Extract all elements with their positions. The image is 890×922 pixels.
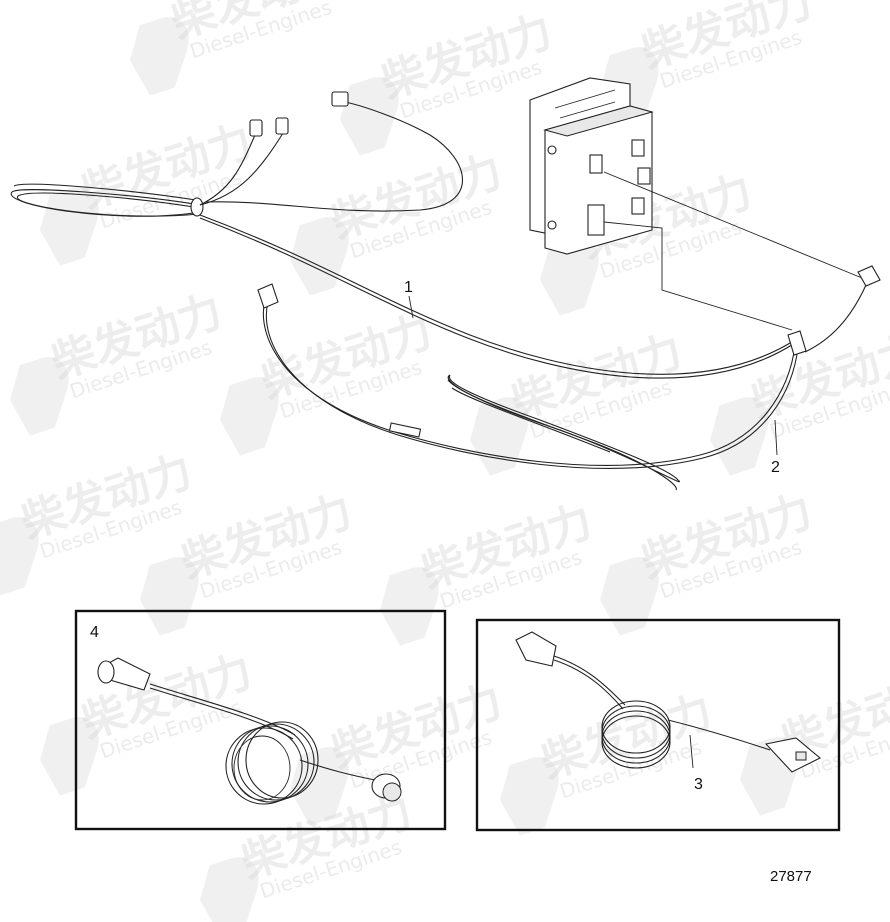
connector-e <box>787 330 807 356</box>
socket-2 <box>631 139 645 157</box>
inset-box-3: 3 <box>475 618 841 832</box>
figure-reference-number: 27877 <box>770 868 812 885</box>
connection-line-lower <box>603 221 793 331</box>
watermark-tile: 柴发动力 Diesel-Engines <box>10 286 228 436</box>
connector-d <box>257 283 279 309</box>
leader-line-2 <box>774 419 778 456</box>
watermark-tile: 柴发动力 Diesel-Engines <box>40 646 258 796</box>
callout-1: 1 <box>404 279 413 296</box>
watermark-tile: 柴发动力 Diesel-Engines <box>600 486 818 636</box>
inset-box-4: 4 <box>74 609 447 831</box>
leader-line-3 <box>689 734 694 769</box>
watermark-tile: 柴发动力 Diesel-Engines <box>290 146 508 296</box>
connector-f <box>857 265 881 287</box>
connector-c <box>331 91 349 107</box>
callout-4: 4 <box>90 624 99 641</box>
socket-1 <box>589 154 603 174</box>
control-unit-box <box>529 77 654 255</box>
square-plug-left <box>515 631 557 667</box>
harness-sleeve <box>388 422 422 438</box>
flat-plug-right <box>764 737 821 773</box>
connector-a <box>249 119 263 137</box>
callout-2: 2 <box>771 459 780 476</box>
socket-5 <box>587 204 605 236</box>
watermark-tile: 柴发动力 Diesel-Engines <box>380 496 598 646</box>
socket-4 <box>631 197 645 215</box>
watermark-tile: 柴发动力 Diesel-Engines <box>40 116 258 266</box>
socket-3 <box>637 167 651 185</box>
connection-line-upper <box>603 171 863 279</box>
leader-line-1 <box>408 295 414 319</box>
callout-3: 3 <box>694 776 703 793</box>
watermark-tile: 柴发动力 Diesel-Engines <box>340 6 558 156</box>
main-harness <box>10 91 881 491</box>
watermark-tile: 柴发动力 Diesel-Engines <box>130 0 348 96</box>
connector-b <box>275 117 289 135</box>
watermark-tile: 柴发动力 Diesel-Engines <box>740 666 890 816</box>
